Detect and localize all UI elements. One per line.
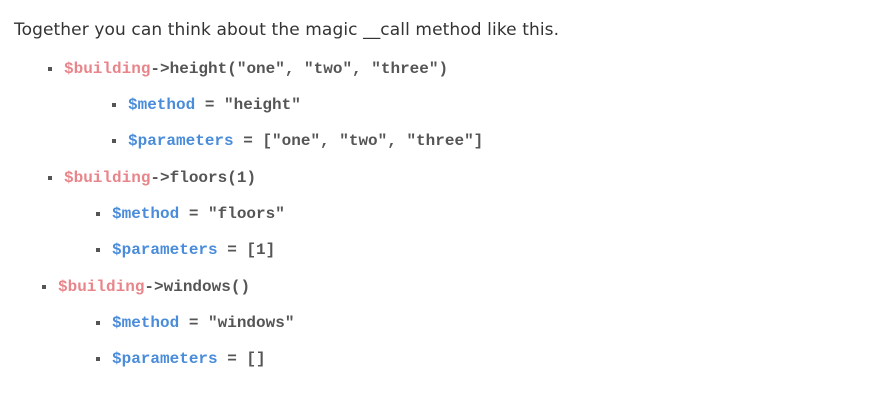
method-variable: $method — [112, 205, 180, 223]
parameters-value: = [1] — [217, 241, 276, 259]
list-item-method-windows: $method = "windows" — [96, 314, 294, 332]
bullet-icon — [48, 67, 52, 71]
method-call: ->windows() — [144, 278, 251, 296]
bullet-icon — [112, 103, 116, 107]
parameters-value: = ["one", "two", "three"] — [233, 132, 484, 150]
bullet-icon — [96, 357, 100, 361]
object-variable: $building — [64, 169, 151, 187]
method-value: = "windows" — [179, 314, 295, 332]
bullet-icon — [42, 285, 46, 289]
list-item-windows-call: $building ->windows() — [42, 278, 250, 296]
parameters-variable: $parameters — [112, 350, 218, 368]
method-call: ->floors(1) — [150, 169, 257, 187]
method-variable: $method — [128, 96, 196, 114]
list-item-parameters-height: $parameters = ["one", "two", "three"] — [112, 132, 483, 150]
parameters-variable: $parameters — [112, 241, 218, 259]
method-call: ->height("one", "two", "three") — [150, 60, 449, 78]
list-item-floors-call: $building ->floors(1) — [48, 169, 256, 187]
object-variable: $building — [58, 278, 145, 296]
list-item-parameters-floors: $parameters = [1] — [96, 241, 275, 259]
method-value: = "height" — [195, 96, 301, 114]
parameters-variable: $parameters — [128, 132, 234, 150]
list-item-height-call: $building ->height("one", "two", "three"… — [48, 60, 448, 78]
bullet-icon — [48, 176, 52, 180]
list-item-method-height: $method = "height" — [112, 96, 301, 114]
method-variable: $method — [112, 314, 180, 332]
bullet-icon — [112, 139, 116, 143]
bullet-icon — [96, 212, 100, 216]
list-item-parameters-windows: $parameters = [] — [96, 350, 266, 368]
object-variable: $building — [64, 60, 151, 78]
bullet-icon — [96, 248, 100, 252]
bullet-icon — [96, 321, 100, 325]
intro-text: Together you can think about the magic _… — [14, 20, 560, 40]
list-item-method-floors: $method = "floors" — [96, 205, 285, 223]
parameters-value: = [] — [217, 350, 266, 368]
method-value: = "floors" — [179, 205, 285, 223]
